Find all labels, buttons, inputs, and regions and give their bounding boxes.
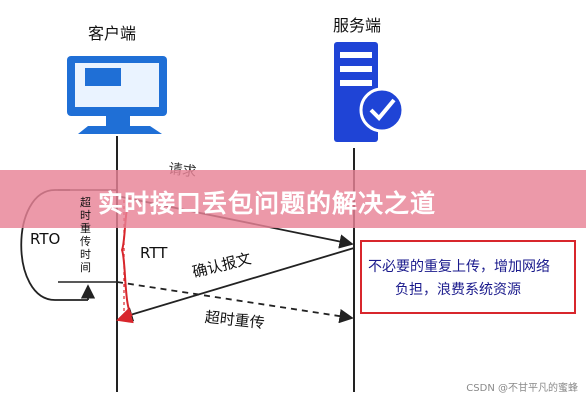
banner-title: 实时接口丢包问题的解决之道: [98, 189, 437, 218]
title-banner: [0, 170, 586, 228]
rtt-label: RTT: [140, 244, 168, 262]
rto-label: RTO: [30, 230, 61, 248]
client-computer-icon: [67, 56, 167, 134]
server-label: 服务端: [333, 16, 382, 35]
client-label: 客户端: [88, 24, 137, 43]
timeout-vertical-label: 超时重传时间: [80, 196, 91, 274]
rtt-pointer: [116, 307, 134, 324]
retransmit-arrow: [116, 281, 354, 324]
ack-arrow: [118, 247, 355, 322]
server-icon: [334, 42, 405, 142]
note-line-2: 负担，浪费系统资源: [395, 282, 521, 298]
watermark: CSDN @不甘平凡的蜜蜂: [466, 383, 578, 394]
note-box: [360, 240, 576, 314]
note-line-1: 不必要的重复上传，增加网络: [368, 259, 550, 275]
